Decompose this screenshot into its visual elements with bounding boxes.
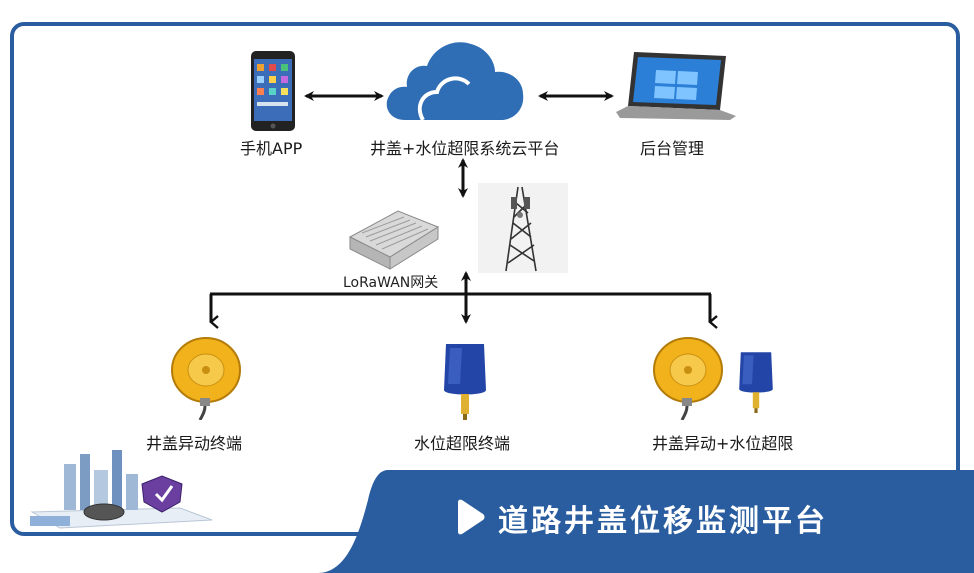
title-banner (318, 470, 974, 573)
laptop-icon (616, 52, 736, 120)
water-level-float-icon (444, 344, 486, 420)
water-level-float-icon (739, 352, 773, 413)
cell-tower-icon (478, 183, 568, 273)
backend-label: 后台管理 (640, 139, 705, 158)
cloud-platform-label: 井盖+水位超限系统云平台 (370, 139, 560, 158)
terminal-label-manhole: 井盖异动终端 (146, 434, 243, 453)
banner-title: 道路井盖位移监测平台 (498, 504, 828, 539)
terminal-label-water: 水位超限终端 (414, 434, 511, 453)
manhole-sensor-icon (653, 337, 723, 420)
gateway-icon (348, 210, 440, 270)
phone-icon (251, 51, 295, 131)
terminal-label-combined: 井盖异动+水位超限 (652, 434, 794, 453)
cloud-icon (386, 42, 524, 121)
phone-app-label: 手机APP (240, 139, 303, 158)
smart-city-illustration (30, 450, 213, 529)
gateway-label: LoRaWAN网关 (343, 275, 439, 291)
manhole-sensor-icon (171, 337, 241, 420)
play-icon (458, 499, 485, 535)
